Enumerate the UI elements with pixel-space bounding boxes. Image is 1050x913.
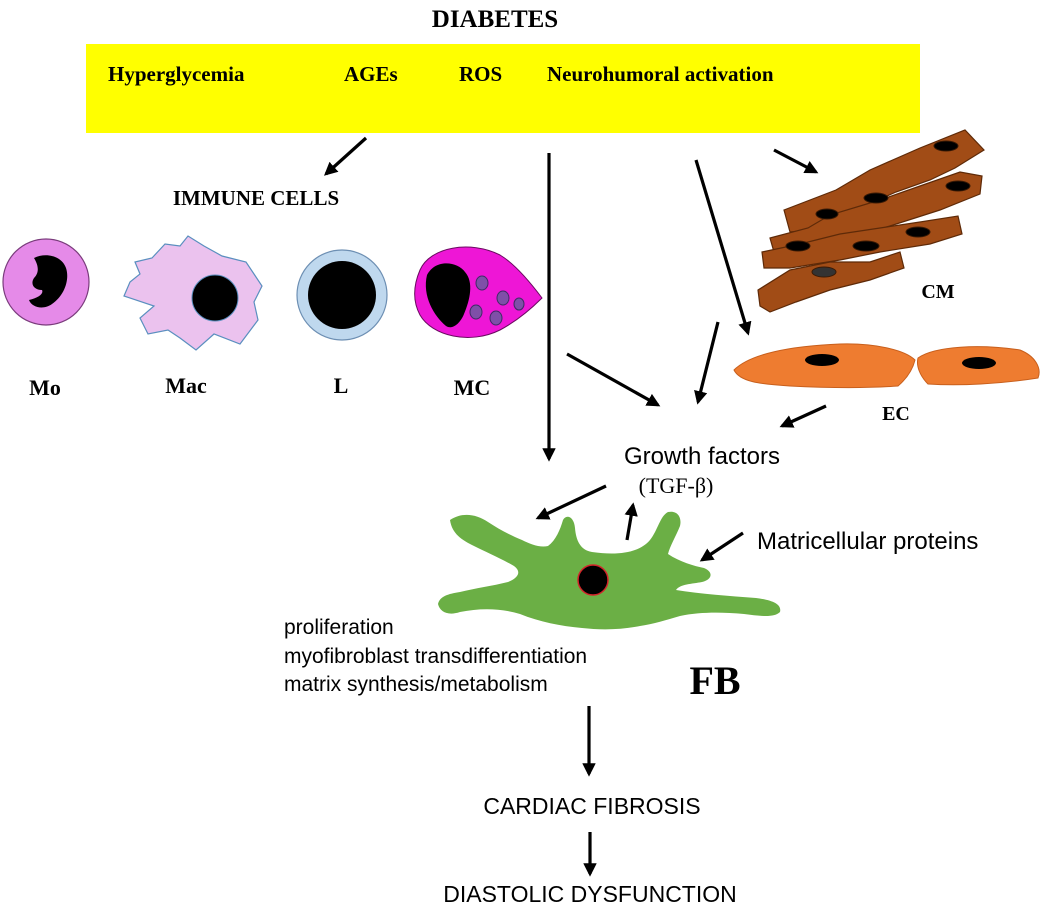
process-proliferation: proliferation (284, 616, 394, 639)
lymphocyte-label: L (334, 373, 349, 398)
endothelial-cells (733, 343, 1040, 388)
matricellular-proteins-label: Matricellular proteins (757, 528, 978, 555)
cardiomyocyte-nuclei (785, 140, 971, 278)
endothelial-nucleus-1 (805, 354, 839, 366)
fibroblast-cell (438, 511, 781, 630)
arrow-ec-to-growth-factors (779, 404, 827, 428)
cardiomyocyte-4 (757, 251, 905, 313)
macrophage-label: Mac (165, 373, 207, 398)
growth-factors-label: Growth factors (624, 443, 780, 470)
arrow-growth-factors-to-fibroblast (535, 484, 607, 520)
factor-ages: AGEs (344, 62, 398, 86)
arrow-immune-to-growth-factors (566, 352, 661, 407)
factor-hyperglycemia: Hyperglycemia (108, 62, 245, 86)
mast-cell-label: MC (454, 375, 491, 400)
monocyte-label: Mo (29, 375, 61, 400)
cardiac-fibrosis-label: CARDIAC FIBROSIS (483, 793, 700, 819)
factor-ros: ROS (459, 62, 502, 86)
tgf-beta-label: (TGF-β) (639, 473, 714, 498)
arrow-matricellular-to-fibroblast (699, 531, 744, 562)
mast-cell (414, 246, 543, 338)
macrophage-cell (123, 235, 263, 351)
arrow-fibroblast-to-growth-factors (624, 502, 638, 541)
risk-factors-box (86, 44, 920, 133)
arrow-to-immune-cells (324, 136, 368, 176)
process-matrix-synthesis: matrix synthesis/metabolism (284, 673, 548, 696)
lymphocyte-nucleus (308, 261, 376, 329)
fibroblast-label: FB (689, 658, 740, 703)
fibroblast-body (438, 511, 781, 630)
cardiomyocytes (757, 129, 985, 313)
arrows (324, 136, 827, 877)
factor-neurohumoral-activation: Neurohumoral activation (547, 62, 774, 86)
arrow-to-cardiomyocytes (773, 148, 819, 174)
diastolic-dysfunction-label: DIASTOLIC DYSFUNCTION (443, 881, 737, 907)
diagram-title: DIABETES (432, 6, 558, 33)
monocyte-cell (2, 238, 90, 326)
arrow-cm-to-growth-factors (694, 321, 720, 405)
macrophage-nucleus (191, 274, 239, 322)
immune-cells-heading: IMMUNE CELLS (173, 186, 339, 210)
endothelial-nucleus-2 (962, 357, 996, 369)
process-myofibroblast-transdifferentiation: myofibroblast transdifferentiation (284, 645, 587, 668)
endothelial-label: EC (882, 403, 910, 425)
arrow-to-endothelial (694, 159, 752, 336)
cardiomyocytes-label: CM (921, 281, 954, 303)
mast-cell-nucleus (425, 263, 471, 328)
monocyte-nucleus (29, 255, 68, 308)
mast-cell-granules (469, 275, 525, 326)
fibroblast-nucleus (577, 564, 609, 596)
lymphocyte-cell (296, 249, 388, 341)
